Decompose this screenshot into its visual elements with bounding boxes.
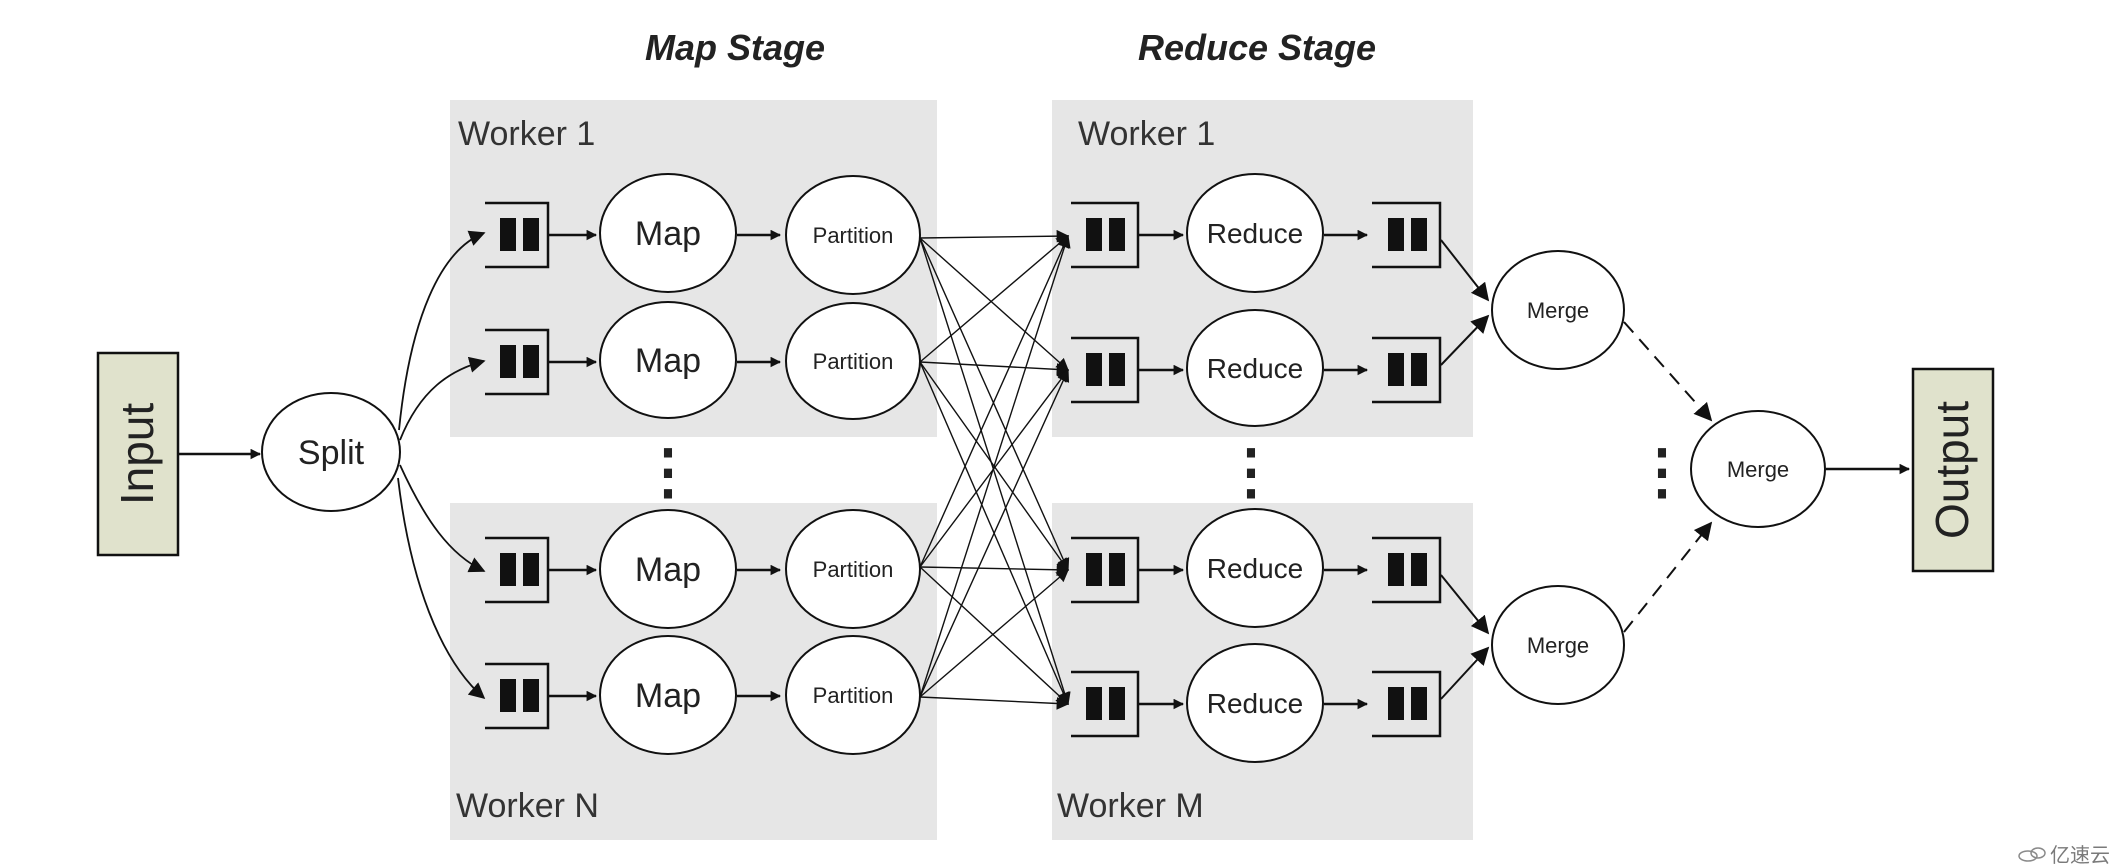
merge-node-bottom: Merge xyxy=(1491,585,1625,705)
partition-node xyxy=(785,635,921,755)
map-workers-ellipsis: ⋮ xyxy=(638,438,698,505)
reduce-row-2: Reduce xyxy=(1071,309,1442,427)
reduce-worker-m-label: Worker M xyxy=(1057,787,1204,825)
map-row-1: Map Partition xyxy=(485,173,921,295)
reduce-output-buffer-icon xyxy=(1372,670,1442,738)
reduce-to-merge-arrows xyxy=(1440,239,1490,700)
reduce-row-3: Reduce xyxy=(1071,508,1442,628)
partition-node xyxy=(785,509,921,629)
partition-label: Partition xyxy=(813,349,894,374)
reduce-node xyxy=(1186,173,1324,293)
partition-label: Partition xyxy=(813,557,894,582)
map-row-2: Map Partition xyxy=(485,301,921,420)
reduce-output-buffer-icon xyxy=(1372,536,1442,604)
map-label: Map xyxy=(635,551,701,589)
map-label: Map xyxy=(635,215,701,253)
reduce-label: Reduce xyxy=(1207,688,1304,719)
merge-label: Merge xyxy=(1727,457,1789,482)
map-node xyxy=(599,301,737,419)
reduce-input-buffer-icon xyxy=(1071,336,1140,404)
map-node xyxy=(599,509,737,629)
reduce-label: Reduce xyxy=(1207,353,1304,384)
merge-label: Merge xyxy=(1527,298,1589,323)
partition-label: Partition xyxy=(813,683,894,708)
reduce-output-buffer-icon xyxy=(1372,201,1442,269)
reduce-node xyxy=(1186,508,1324,628)
split-label: Split xyxy=(298,434,365,472)
map-input-buffer-icon xyxy=(485,201,550,269)
merge-node-final: Merge xyxy=(1690,410,1826,528)
cloud-logo-icon xyxy=(2018,847,2046,862)
merge-ellipsis: ⋮ xyxy=(1632,438,1692,505)
watermark: 亿速云 xyxy=(2018,844,2110,866)
map-worker-1-label: Worker 1 xyxy=(458,115,595,153)
map-node xyxy=(599,173,737,293)
input-box: Input xyxy=(96,351,180,557)
partition-label: Partition xyxy=(813,223,894,248)
map-worker-n-label: Worker N xyxy=(456,787,599,825)
reduce-node xyxy=(1186,643,1324,763)
output-box: Output xyxy=(1911,367,1995,573)
input-label: Input xyxy=(111,403,163,506)
reduce-row-1: Reduce xyxy=(1071,173,1442,293)
partition-node xyxy=(785,175,921,295)
reduce-worker-1-label: Worker 1 xyxy=(1078,115,1215,153)
map-row-4: Map Partition xyxy=(485,635,921,755)
reduce-node xyxy=(1186,309,1324,427)
map-row-3: Map Partition xyxy=(485,509,921,629)
merge-label: Merge xyxy=(1527,633,1589,658)
reduce-input-buffer-icon xyxy=(1071,536,1140,604)
shuffle-lines xyxy=(919,229,1071,710)
reduce-input-buffer-icon xyxy=(1071,670,1140,738)
split-node: Split xyxy=(261,392,401,512)
watermark-text: 亿速云 xyxy=(2050,844,2110,866)
partition-node xyxy=(785,302,921,420)
output-label: Output xyxy=(1926,401,1978,539)
map-label: Map xyxy=(635,342,701,380)
reduce-label: Reduce xyxy=(1207,553,1304,584)
map-stage-title: Map Stage xyxy=(645,27,825,68)
split-to-buffers-arrows xyxy=(397,230,486,700)
merge-node-top: Merge xyxy=(1491,250,1625,370)
reduce-label: Reduce xyxy=(1207,218,1304,249)
map-label: Map xyxy=(635,677,701,715)
merge-to-final-arrows xyxy=(1623,321,1713,633)
reduce-row-4: Reduce xyxy=(1071,643,1442,763)
reduce-workers-ellipsis: ⋮ xyxy=(1221,438,1281,505)
reduce-stage-title: Reduce Stage xyxy=(1138,27,1376,68)
reduce-output-buffer-icon xyxy=(1372,336,1442,404)
map-node xyxy=(599,635,737,755)
